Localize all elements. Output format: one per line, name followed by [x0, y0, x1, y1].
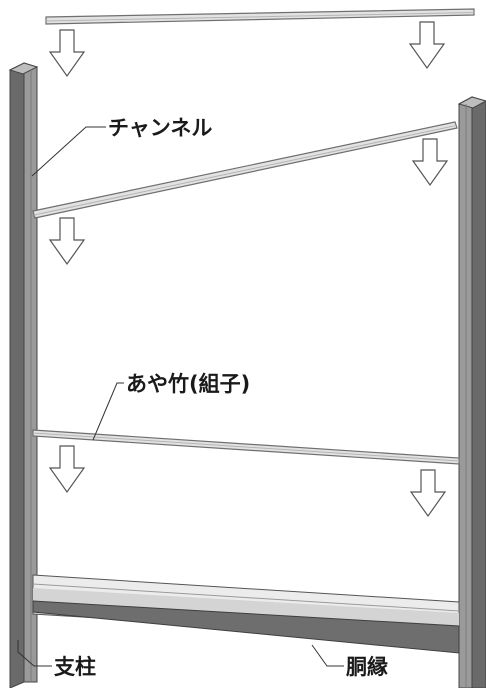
down-arrow-icon	[48, 29, 86, 78]
leader-doubuchi	[311, 644, 344, 667]
down-arrow-icon	[411, 138, 449, 187]
leader-ayadake	[92, 382, 124, 441]
arrow-3	[411, 138, 449, 187]
post-label: 支柱	[54, 655, 96, 679]
top-channel-rod	[45, 8, 475, 25]
ayadake-label: あや竹(組子)	[126, 372, 250, 396]
left-post	[8, 62, 39, 688]
channel-rod	[32, 121, 458, 219]
arrow-4	[48, 217, 86, 266]
down-arrow-icon	[408, 21, 446, 70]
doubuchi-label: 胴縁	[346, 655, 388, 679]
leader-post	[17, 640, 52, 667]
channel-label: チャンネル	[108, 116, 212, 140]
down-arrow-icon	[409, 469, 447, 518]
leader-channel	[31, 126, 106, 177]
arrow-5	[48, 445, 86, 494]
ayadake-rod	[32, 429, 460, 465]
arrow-2	[408, 21, 446, 70]
right-post	[457, 96, 486, 688]
down-arrow-icon	[48, 445, 86, 494]
arrow-1	[48, 29, 86, 78]
arrow-6	[409, 469, 447, 518]
bottom-rail	[32, 574, 460, 654]
down-arrow-icon	[48, 217, 86, 266]
